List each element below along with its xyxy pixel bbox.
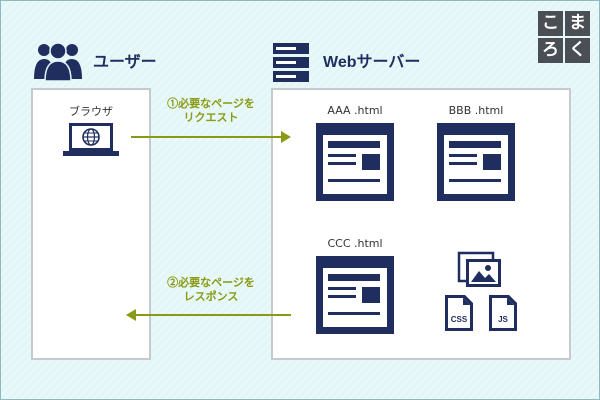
user-header: ユーザー	[93, 54, 157, 71]
request-arrow-line	[131, 136, 281, 138]
response-line-1: ②必要なページを	[167, 277, 255, 289]
request-line-1: ①必要なページを	[167, 98, 255, 110]
browser-label: ブラウザ	[69, 105, 113, 118]
web-page-icon	[437, 123, 515, 201]
page-label-bbb: BBB .html	[448, 104, 504, 117]
request-arrow-head	[281, 131, 291, 143]
response-arrow-head	[126, 309, 136, 321]
laptop-globe-icon	[63, 123, 119, 156]
logo-char: く	[565, 38, 590, 63]
js-file-label: JS	[498, 315, 508, 324]
css-file-icon: CSS	[445, 295, 473, 331]
page-label-ccc: CCC .html	[327, 237, 383, 250]
server-header: Webサーバー	[323, 54, 421, 71]
request-line-2: リクエスト	[183, 112, 239, 124]
logo-char: こ	[538, 11, 563, 36]
komaroku-logo: こ ま ろ く	[538, 11, 590, 63]
page-label-aaa: AAA .html	[327, 104, 383, 117]
server-icon	[273, 43, 309, 82]
request-arrow-label: ①必要なページを リクエスト	[141, 97, 281, 125]
response-arrow-label: ②必要なページを レスポンス	[141, 276, 281, 304]
logo-char: ま	[565, 11, 590, 36]
js-file-icon: JS	[489, 295, 517, 331]
css-file-label: CSS	[451, 315, 468, 324]
response-arrow-line	[136, 314, 291, 316]
users-icon	[34, 42, 82, 81]
image-icon	[457, 251, 501, 287]
logo-char: ろ	[538, 38, 563, 63]
web-page-icon	[316, 123, 394, 201]
response-line-2: レスポンス	[183, 291, 239, 303]
web-page-icon	[316, 256, 394, 334]
